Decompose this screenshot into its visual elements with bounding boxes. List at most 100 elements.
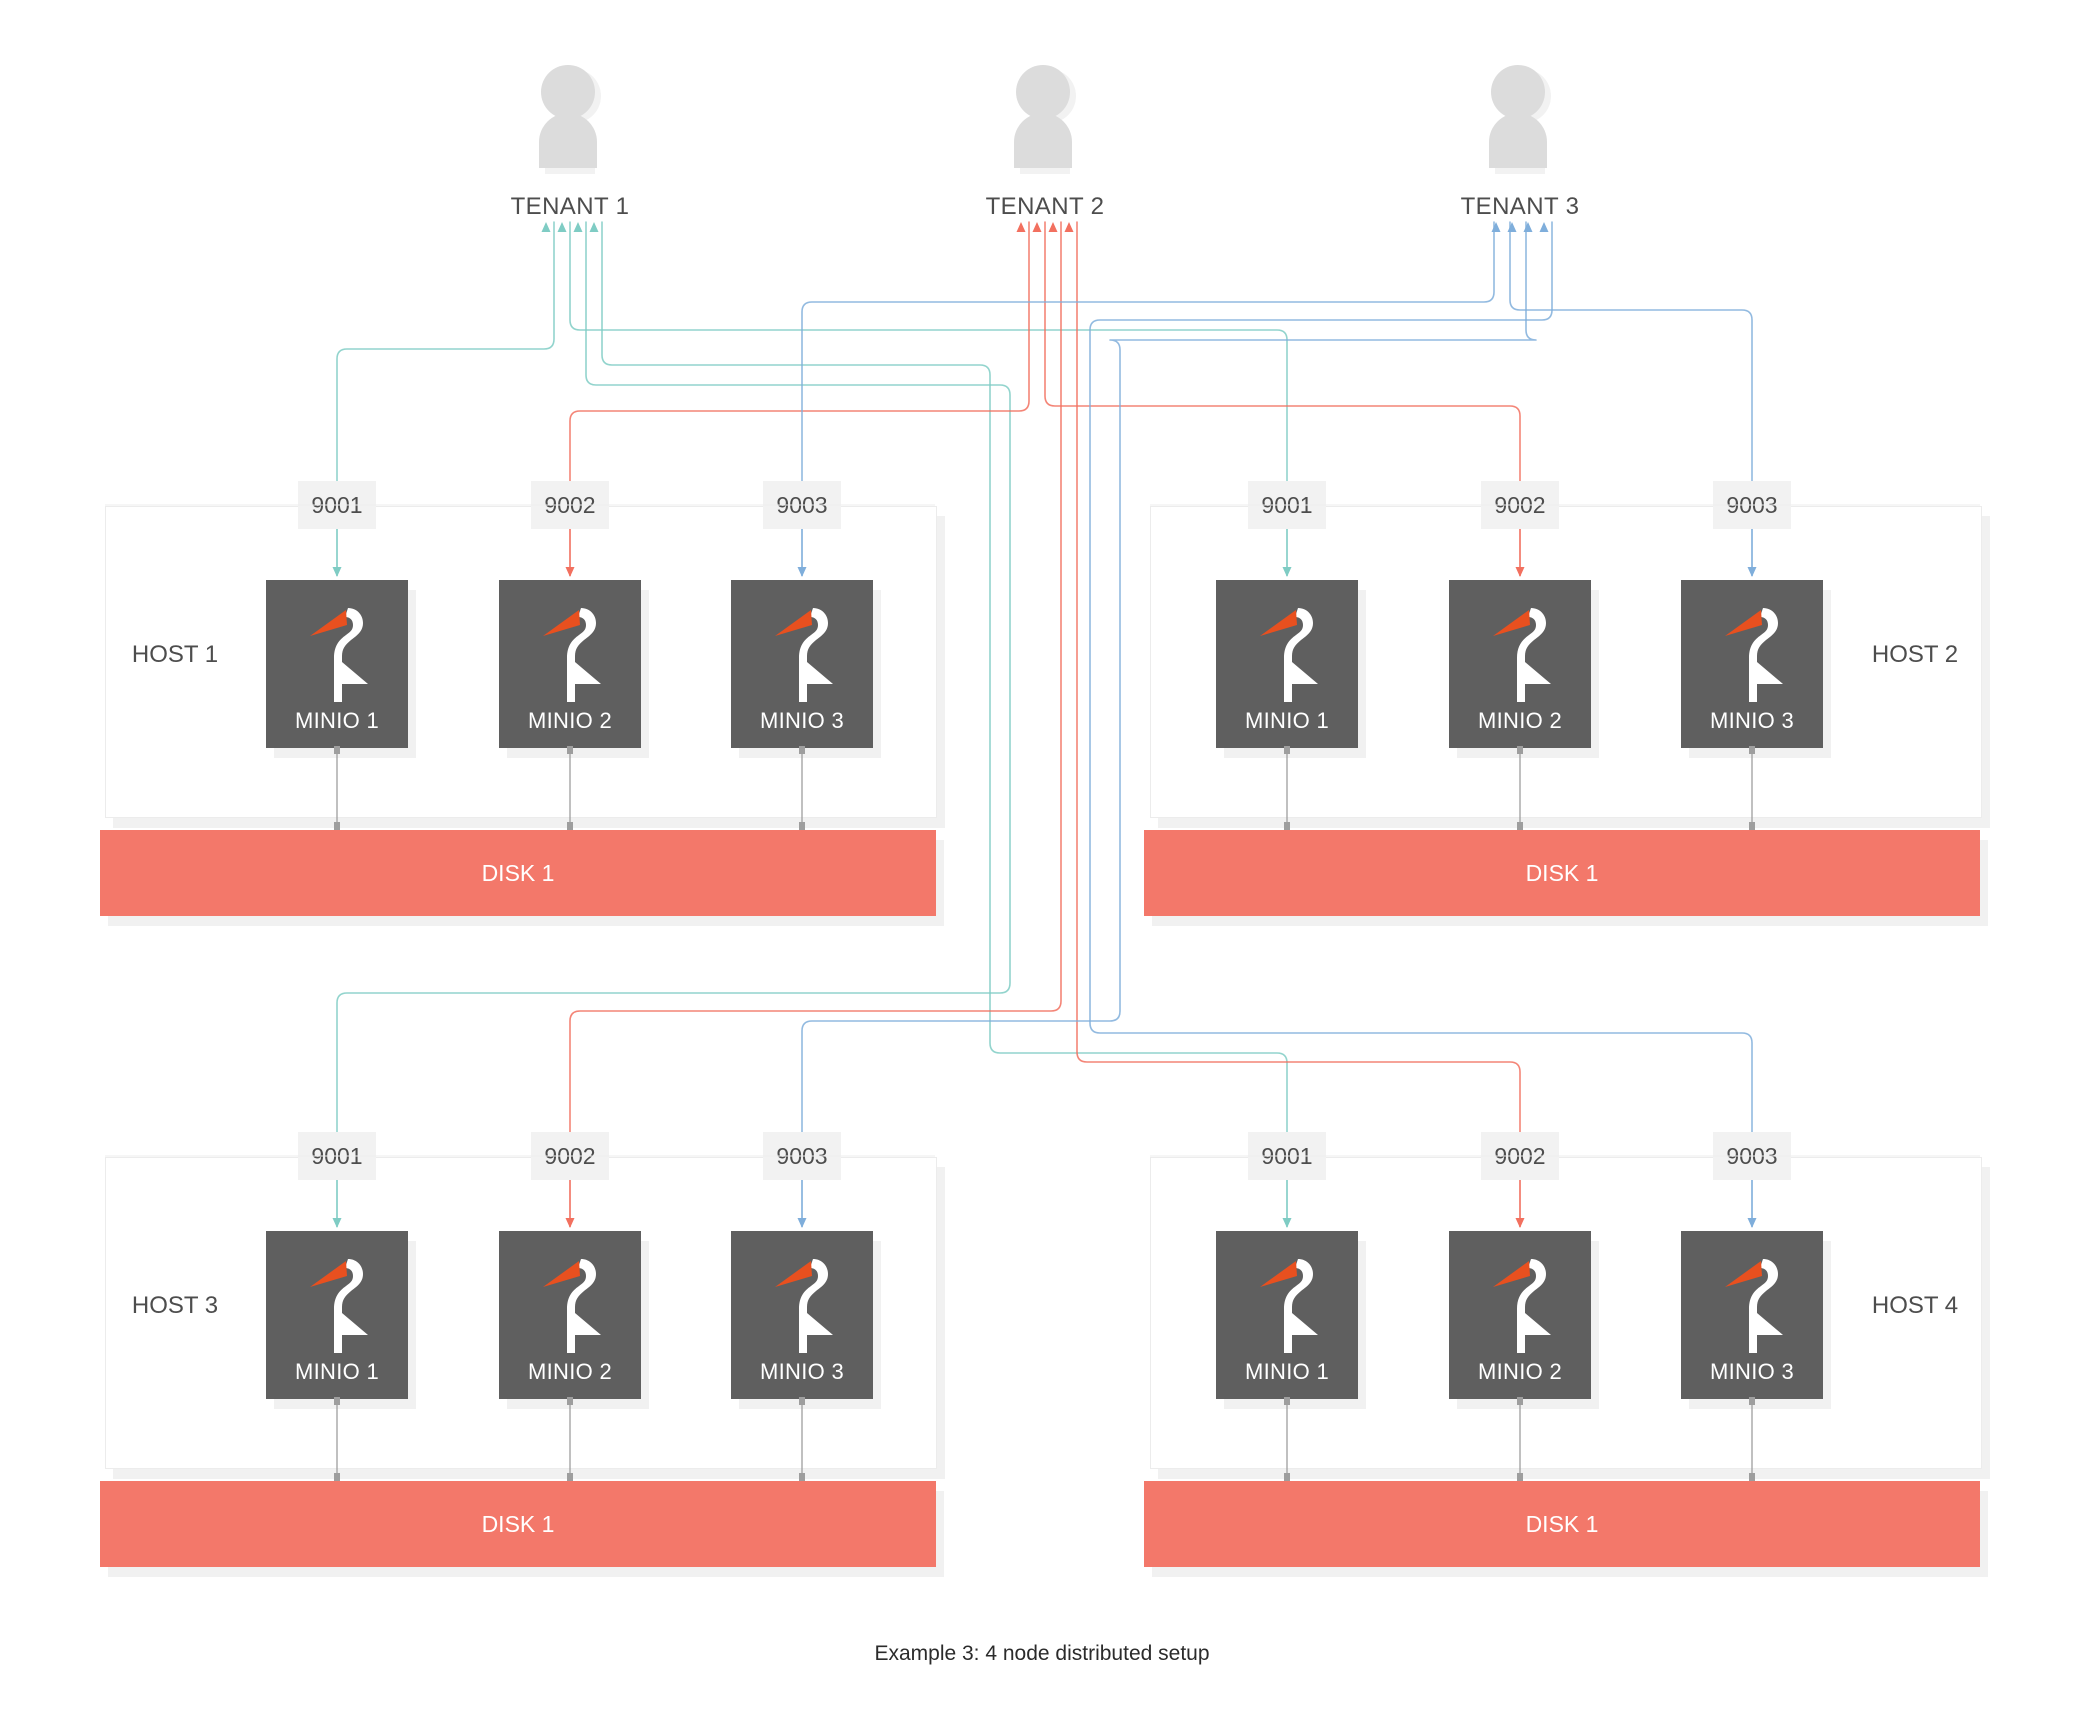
arrowhead-tenant-2 <box>1032 222 1042 232</box>
minio-node-label: MINIO 2 <box>1478 708 1562 733</box>
minio-node: MINIO 1 <box>1216 1231 1358 1399</box>
disk-link-endcap <box>1749 822 1755 830</box>
port-to-node-arrowhead <box>797 567 807 577</box>
figure-caption: Example 3: 4 node distributed setup <box>874 1642 1210 1665</box>
route-tenant3-host-4-9003 <box>1089 221 1753 1133</box>
port-to-node-arrowhead <box>332 1218 342 1228</box>
port-to-node-arrowhead <box>565 1218 575 1228</box>
port-to-node-arrowhead <box>1282 1218 1292 1228</box>
disk-bar: DISK 1 <box>100 1481 936 1567</box>
disk-link-endcap <box>567 746 573 754</box>
minio-node-label: MINIO 2 <box>1478 1359 1562 1384</box>
route-tenant2-host-4-9002 <box>1076 221 1521 1133</box>
disk-bar: DISK 1 <box>1144 1481 1980 1567</box>
minio-bird-icon <box>1725 1259 1783 1353</box>
arrowhead-tenant-1 <box>573 222 583 232</box>
disk-link-endcap <box>1284 746 1290 754</box>
arrowhead-tenant-3 <box>1523 222 1533 232</box>
disk-link-endcap <box>334 746 340 754</box>
person-icon <box>1014 65 1076 174</box>
route-tenant1-host-1-9001 <box>336 221 555 482</box>
minio-bird-icon <box>543 1259 601 1353</box>
disk-link-endcap <box>567 1473 573 1481</box>
minio-bird-icon <box>310 1259 368 1353</box>
disk-label: DISK 1 <box>1525 859 1599 886</box>
minio-node: MINIO 2 <box>1449 580 1591 748</box>
minio-node-label: MINIO 2 <box>528 1359 612 1384</box>
person-icon <box>539 65 601 174</box>
port-to-node-arrowhead <box>1747 1218 1757 1228</box>
disk-link-endcap <box>1517 1473 1523 1481</box>
minio-node: MINIO 3 <box>1681 580 1823 748</box>
disk-link-endcap <box>1284 1397 1290 1405</box>
minio-node: MINIO 2 <box>499 580 641 748</box>
route-tenant1-host-4-9001 <box>601 221 1288 1133</box>
arrowhead-tenant-1 <box>541 222 551 232</box>
minio-node-label: MINIO 1 <box>295 1359 379 1384</box>
tenant-label: TENANT 3 <box>1460 193 1580 220</box>
host-label: HOST 3 <box>131 1292 219 1319</box>
minio-node-label: MINIO 1 <box>1245 1359 1329 1384</box>
minio-bird-icon <box>1260 1259 1318 1353</box>
route-tenant2-host-1-9002 <box>569 221 1030 482</box>
disk-link-endcap <box>1517 822 1523 830</box>
disk-link-endcap <box>1284 1473 1290 1481</box>
arrowhead-tenant-2 <box>1016 222 1026 232</box>
minio-node: MINIO 2 <box>499 1231 641 1399</box>
host-label: HOST 1 <box>131 641 219 668</box>
disk-link-endcap <box>799 746 805 754</box>
disk-link-endcap <box>1284 822 1290 830</box>
minio-bird-icon <box>775 1259 833 1353</box>
tenant-label: TENANT 1 <box>510 193 630 220</box>
route-tenant3-host-3-9003 <box>801 221 1537 1133</box>
disk-link-endcap <box>567 1397 573 1405</box>
arrowhead-tenant-1 <box>557 222 567 232</box>
disk-link-endcap <box>1749 746 1755 754</box>
minio-node-label: MINIO 1 <box>295 708 379 733</box>
route-tenant2-host-2-9002 <box>1044 221 1521 482</box>
disk-link-endcap <box>799 1473 805 1481</box>
person-icon <box>1489 65 1551 174</box>
disk-link-endcap <box>334 1397 340 1405</box>
arrowhead-tenant-2 <box>1048 222 1058 232</box>
minio-node: MINIO 3 <box>1681 1231 1823 1399</box>
minio-bird-icon <box>1725 608 1783 702</box>
route-tenant3-host-1-9003 <box>801 221 1495 482</box>
port-to-node-arrowhead <box>332 567 342 577</box>
arrowhead-tenant-1 <box>589 222 599 232</box>
disk-link-endcap <box>1749 1473 1755 1481</box>
port-to-node-arrowhead <box>1747 567 1757 577</box>
minio-node: MINIO 1 <box>266 1231 408 1399</box>
minio-node: MINIO 1 <box>266 580 408 748</box>
disk-link-endcap <box>334 1473 340 1481</box>
port-to-node-arrowhead <box>797 1218 807 1228</box>
minio-bird-icon <box>1493 1259 1551 1353</box>
disk-link-endcap <box>1517 1397 1523 1405</box>
minio-node-label: MINIO 3 <box>760 708 844 733</box>
arrowhead-tenant-3 <box>1491 222 1501 232</box>
minio-node-label: MINIO 3 <box>1710 708 1794 733</box>
minio-node: MINIO 3 <box>731 580 873 748</box>
minio-node: MINIO 2 <box>1449 1231 1591 1399</box>
minio-node-label: MINIO 3 <box>1710 1359 1794 1384</box>
arrowhead-tenant-3 <box>1507 222 1517 232</box>
arrowhead-tenant-3 <box>1539 222 1549 232</box>
minio-bird-icon <box>543 608 601 702</box>
minio-bird-icon <box>1493 608 1551 702</box>
disk-link-endcap <box>1517 746 1523 754</box>
port-to-node-arrowhead <box>1282 567 1292 577</box>
host-label: HOST 4 <box>1871 1292 1959 1319</box>
disk-label: DISK 1 <box>481 859 555 886</box>
port-to-node-arrowhead <box>565 567 575 577</box>
arrowhead-tenant-2 <box>1064 222 1074 232</box>
minio-node-label: MINIO 3 <box>760 1359 844 1384</box>
minio-node-label: MINIO 2 <box>528 708 612 733</box>
route-tenant1-host-2-9001 <box>569 221 1288 482</box>
port-to-node-arrowhead <box>1515 567 1525 577</box>
tenant-label: TENANT 2 <box>985 193 1105 220</box>
minio-bird-icon <box>310 608 368 702</box>
route-tenant3-host-2-9003 <box>1509 221 1753 482</box>
minio-node-label: MINIO 1 <box>1245 708 1329 733</box>
disk-link-endcap <box>334 822 340 830</box>
